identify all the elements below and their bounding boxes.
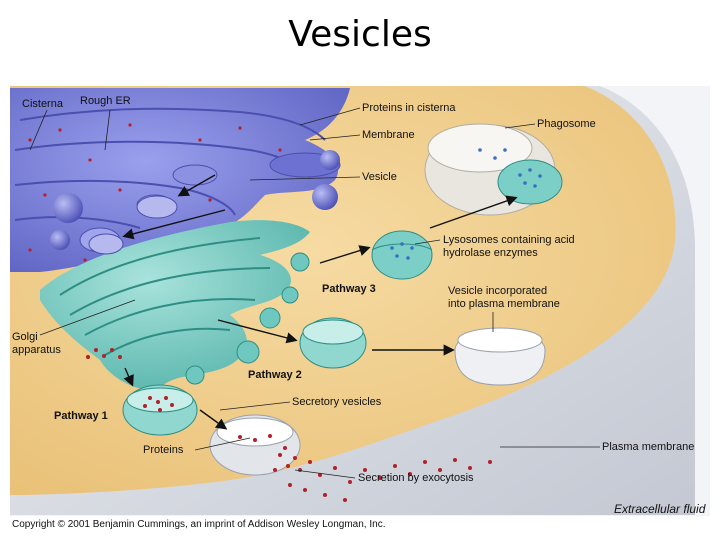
label-vesicle: Vesicle <box>362 171 397 183</box>
incorporated-vesicle <box>454 327 546 386</box>
golgi-apparatus <box>40 220 310 390</box>
label-proteins: Proteins <box>143 444 184 456</box>
label-vesicle-incorporated-line1: Vesicle incorporated <box>448 285 548 297</box>
label-rough-er: Rough ER <box>80 95 131 107</box>
er-vesicle <box>50 230 70 250</box>
label-cisterna: Cisterna <box>22 98 63 110</box>
label-lysosomes-line1: Lysosomes containing acid <box>443 234 575 246</box>
phagosome <box>424 123 563 216</box>
label-vesicle-incorporated-line2: into plasma membrane <box>448 298 560 310</box>
exocytosis-vesicle <box>209 414 301 476</box>
pathway2-vesicle <box>299 317 367 369</box>
label-secretion-by-exocytosis: Secretion by exocytosis <box>358 472 474 484</box>
copyright-notice: Copyright © 2001 Benjamin Cummings, an i… <box>12 519 386 530</box>
er-vesicle <box>53 193 83 223</box>
label-phagosome: Phagosome <box>537 118 596 130</box>
lysosome <box>371 230 433 280</box>
er-vesicle <box>320 150 340 170</box>
label-pathway-3: Pathway 3 <box>322 283 376 295</box>
label-lysosomes-line2: hydrolase enzymes <box>443 247 538 259</box>
slide-title: Vesicles <box>288 14 432 55</box>
label-golgi-line1: Golgi <box>12 331 38 343</box>
label-pathway-2: Pathway 2 <box>248 369 302 381</box>
label-secretory-vesicles: Secretory vesicles <box>292 396 382 408</box>
er-vesicle <box>312 184 338 210</box>
transport-vesicle <box>136 195 178 219</box>
transport-vesicle <box>88 233 124 255</box>
label-plasma-membrane: Plasma membrane <box>602 441 695 453</box>
leader-lines <box>29 107 600 479</box>
enzyme-dots <box>390 148 542 260</box>
label-pathway-1: Pathway 1 <box>54 410 108 422</box>
label-extracellular-fluid: Extracellular fluid <box>614 502 706 516</box>
label-proteins-in-cisterna: Proteins in cisterna <box>362 102 456 114</box>
label-golgi-line2: apparatus <box>12 344 61 356</box>
protein-dots <box>28 123 492 502</box>
pathway-arrows <box>122 174 518 430</box>
label-membrane: Membrane <box>362 129 415 141</box>
